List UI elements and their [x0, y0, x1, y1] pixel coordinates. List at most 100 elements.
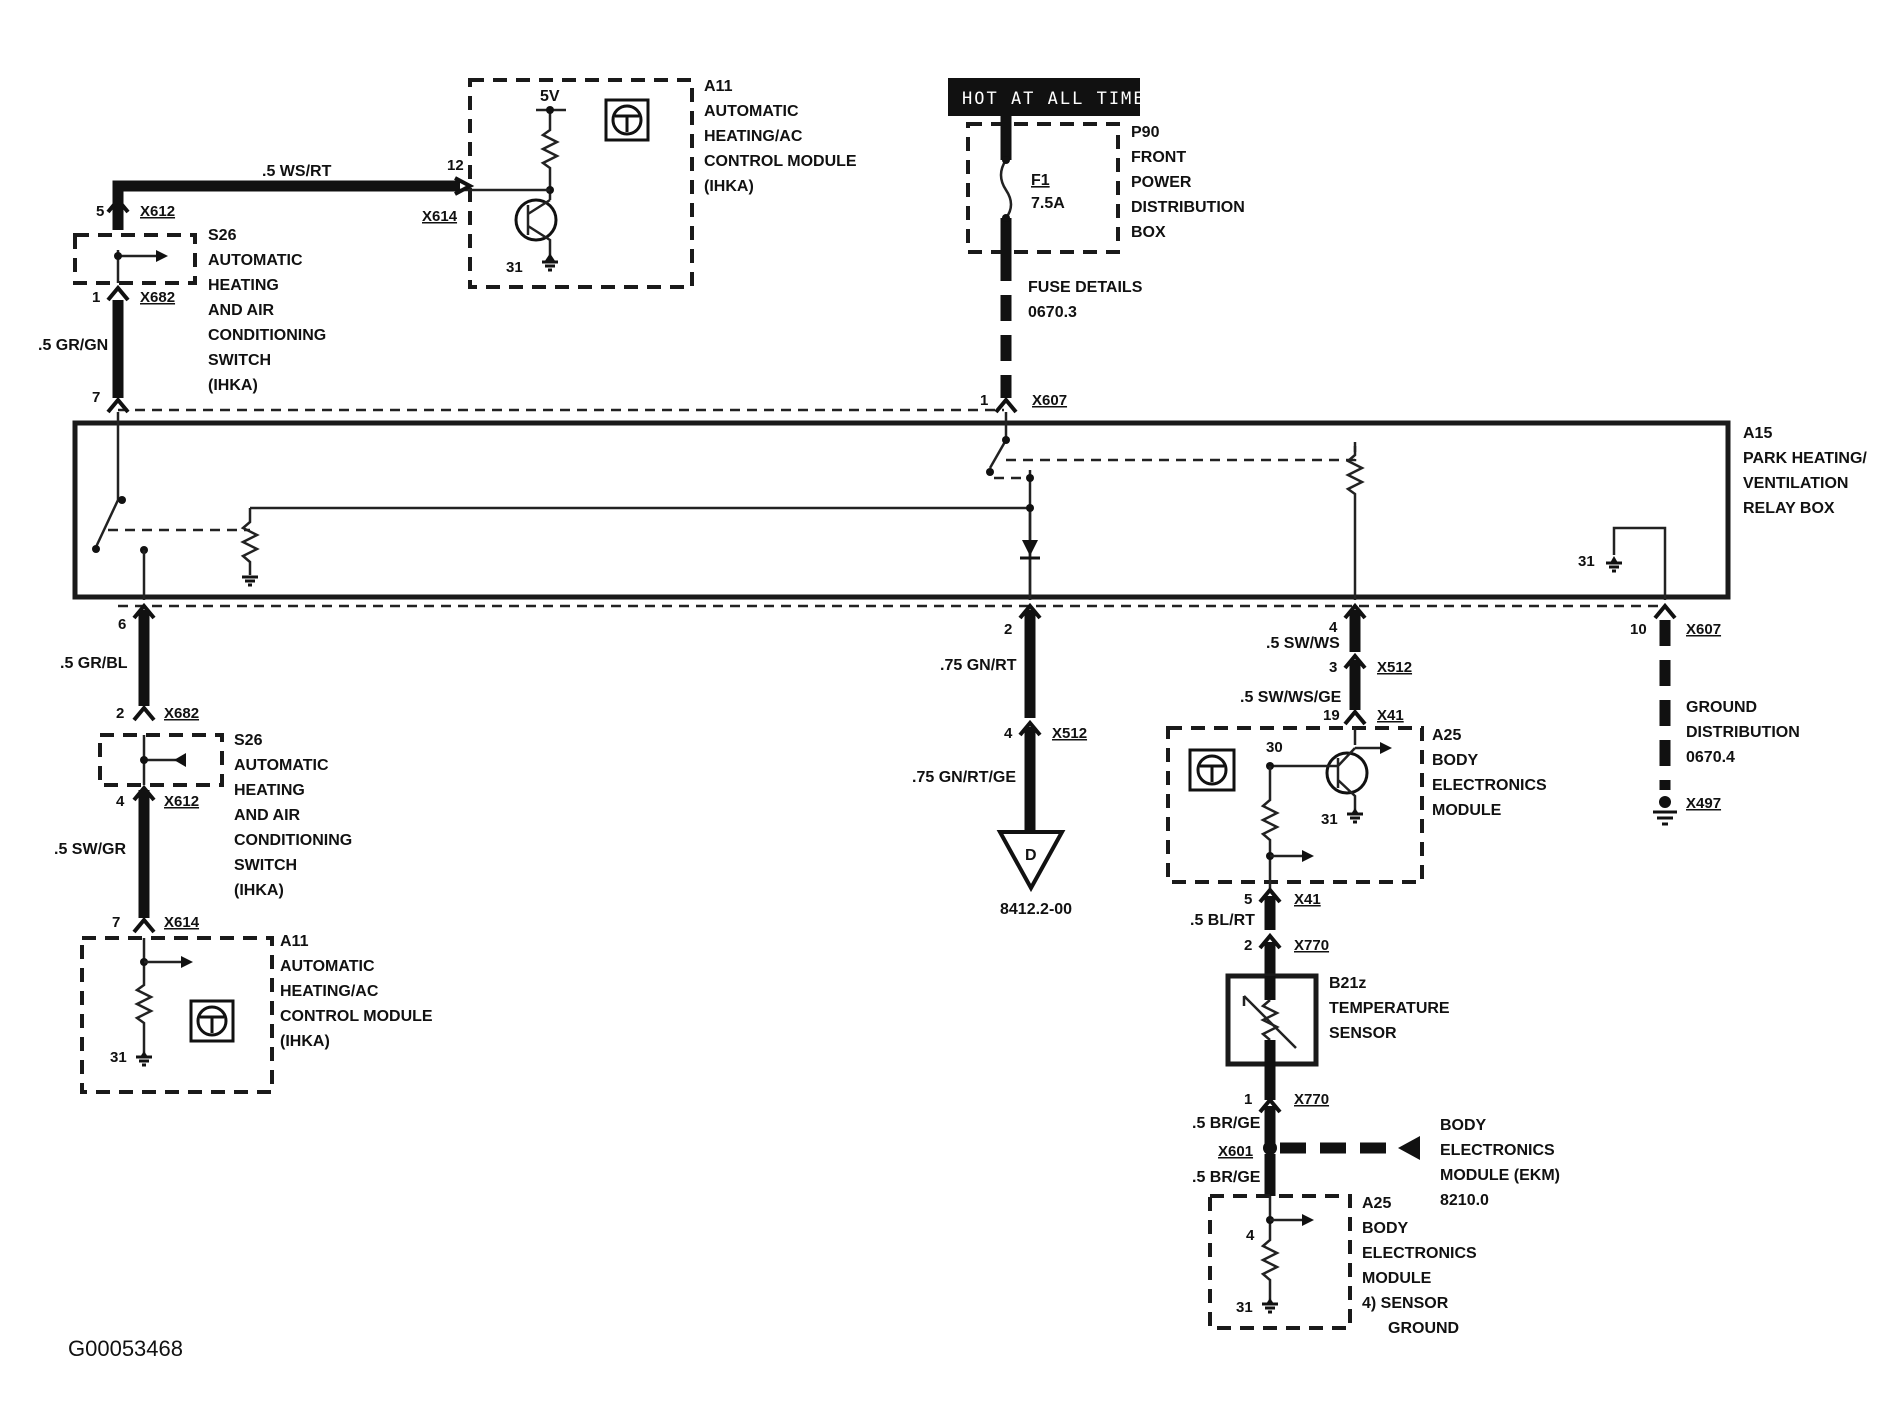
a11-bottom-gnd: 31 — [110, 1049, 127, 1066]
wire-br-ge-2-label: .5 BR/GE — [1192, 1169, 1261, 1186]
a25-bottom-line-2: ELECTRONICS — [1362, 1245, 1477, 1262]
s26-bottom-line-5: SWITCH — [234, 857, 297, 874]
p90-line-2: POWER — [1131, 174, 1192, 191]
a11-top-gnd: 31 — [506, 259, 523, 276]
a25-mid-pin-out: 5 — [1244, 891, 1252, 908]
a25-mid-conn-out: X41 — [1294, 891, 1321, 908]
a25-bottom-gnd: 31 — [1236, 1299, 1253, 1316]
b21-line-1: TEMPERATURE — [1329, 1000, 1450, 1017]
s26-top-line-2: HEATING — [208, 277, 279, 294]
a25-mid-box — [1166, 726, 1424, 884]
p90-note-2: 0670.3 — [1028, 304, 1077, 321]
s26-bottom-line-3: AND AIR — [234, 807, 301, 824]
s26-top-conn-in: X612 — [140, 203, 175, 220]
a25-bottom-line-5: GROUND — [1388, 1320, 1459, 1337]
a11-bottom-conn: X614 — [164, 914, 200, 931]
s26-bottom-line-4: CONDITIONING — [234, 832, 352, 849]
s26-top-pin-out: 1 — [92, 289, 100, 306]
a15-gnd: 31 — [1578, 553, 1595, 570]
p90-fuse: F1 — [1031, 172, 1050, 189]
pin-a15-2: 2 — [1004, 621, 1012, 638]
b21-id: B21z — [1329, 975, 1366, 992]
s26-bottom-line-1: AUTOMATIC — [234, 757, 329, 774]
p90-id: P90 — [1131, 124, 1160, 141]
s26-bottom-id: S26 — [234, 732, 263, 749]
wire-sw-ws-label: .5 SW/WS — [1266, 635, 1340, 652]
s26-top-line-1: AUTOMATIC — [208, 252, 303, 269]
ground-dist-line-1: GROUND — [1686, 699, 1757, 716]
s26-top-line-6: (IHKA) — [208, 377, 258, 394]
wire-br-ge-1-label: .5 BR/GE — [1192, 1115, 1261, 1132]
s26-bottom-line-2: HEATING — [234, 782, 305, 799]
a11-bottom-module-icon — [189, 999, 235, 1043]
a25-mid-gnd: 31 — [1321, 811, 1338, 828]
p90-fuse-rating: 7.5A — [1031, 195, 1065, 212]
p90-line-3: DISTRIBUTION — [1131, 199, 1245, 216]
ground-dist-line-2: DISTRIBUTION — [1686, 724, 1800, 741]
s26-bottom-conn-out: X612 — [164, 793, 199, 810]
ekm-line-3: MODULE (EKM) — [1440, 1167, 1560, 1184]
a11-top-box — [468, 78, 694, 289]
wire-sw-ws-ge-label: .5 SW/WS/GE — [1240, 689, 1342, 706]
a11-bottom-box — [80, 936, 274, 1094]
wire-gn-rt-label: .75 GN/RT — [940, 657, 1017, 674]
a11-bottom-id: A11 — [280, 933, 309, 950]
p90-line-4: BOX — [1131, 224, 1166, 241]
a15-line-1: PARK HEATING/ — [1743, 450, 1867, 467]
a25-mid-module-icon — [1188, 748, 1236, 792]
a25-mid-pin-30: 30 — [1266, 739, 1283, 756]
ekm-line-2: ELECTRONICS — [1440, 1142, 1555, 1159]
s26-bottom-line-6: (IHKA) — [234, 882, 284, 899]
pin-x612-7: 7 — [92, 389, 100, 406]
a15-relay-box — [72, 420, 1731, 600]
a25-mid-conn-in: X41 — [1377, 707, 1404, 724]
s26-top-line-5: SWITCH — [208, 352, 271, 369]
b21-conn-top: X770 — [1294, 937, 1329, 954]
b21-pin-top: 2 — [1244, 937, 1252, 954]
ekm-line-1: BODY — [1440, 1117, 1487, 1134]
a11-top-module-icon — [604, 98, 650, 142]
pin-x512-3: 3 — [1329, 659, 1337, 676]
a11-top-pin: 12 — [447, 157, 464, 174]
b21-line-2: SENSOR — [1329, 1025, 1397, 1042]
a25-bottom-line-4: 4) SENSOR — [1362, 1295, 1449, 1312]
wire-gr-gn-label: .5 GR/GN — [38, 337, 108, 354]
pin-x512-4: 4 — [1004, 725, 1013, 742]
a11-top-line-1: AUTOMATIC — [704, 103, 799, 120]
s26-top-conn-out: X682 — [140, 289, 175, 306]
wire-ws-rt-label: .5 WS/RT — [262, 163, 332, 180]
p90-line-1: FRONT — [1131, 149, 1186, 166]
pin-a15-6: 6 — [118, 616, 126, 633]
pin-x607-1: 1 — [980, 392, 988, 409]
pin-x607-10: 10 — [1630, 621, 1647, 638]
a11-top-voltage: 5V — [540, 88, 560, 105]
wire-gr-bl-label: .5 GR/BL — [60, 655, 128, 672]
s26-bottom-box — [98, 733, 224, 787]
hot-label: HOT AT ALL TIMES — [962, 89, 1158, 109]
a11-top-line-4: (IHKA) — [704, 178, 754, 195]
a11-bottom-line-1: AUTOMATIC — [280, 958, 375, 975]
a25-mid-line-2: ELECTRONICS — [1432, 777, 1547, 794]
a11-top-line-2: HEATING/AC — [704, 128, 803, 145]
ekm-line-4: 8210.0 — [1440, 1192, 1489, 1209]
offpage-symbol: D — [1025, 847, 1037, 864]
a11-top-line-3: CONTROL MODULE — [704, 153, 857, 170]
wire-ws-rt — [112, 180, 460, 230]
wire-sw-gr-label: .5 SW/GR — [54, 841, 126, 858]
wire-gn-rt-ge-label: .75 GN/RT/GE — [912, 769, 1016, 786]
s26-bottom-conn-in: X682 — [164, 705, 199, 722]
conn-x512-3: X512 — [1377, 659, 1412, 676]
conn-x607-1: X607 — [1032, 392, 1067, 409]
a25-mid-line-1: BODY — [1432, 752, 1479, 769]
offpage-connector — [996, 830, 1066, 893]
p90-note-1: FUSE DETAILS — [1028, 279, 1143, 296]
splice-x601 — [1263, 1141, 1277, 1155]
a25-mid-pin-in: 19 — [1323, 707, 1340, 724]
a11-top-conn: X614 — [422, 208, 458, 225]
s26-bottom-pin-in: 2 — [116, 705, 124, 722]
p90-box — [966, 122, 1120, 254]
ground-x497: X497 — [1686, 795, 1721, 812]
a11-bottom-line-4: (IHKA) — [280, 1033, 330, 1050]
offpage-ref: 8412.2-00 — [1000, 901, 1072, 918]
